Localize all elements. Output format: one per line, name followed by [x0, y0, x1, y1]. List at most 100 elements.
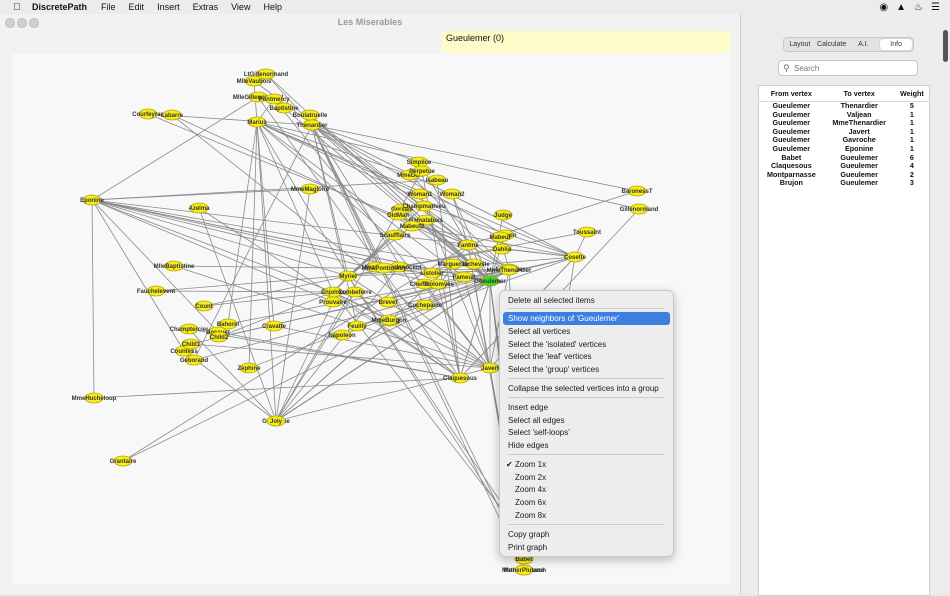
graph-vertex[interactable]: MotherPlutarch	[502, 564, 546, 576]
graph-vertex[interactable]: Baptistine	[269, 102, 299, 114]
menu-help[interactable]: Help	[263, 2, 282, 12]
graph-vertex[interactable]: Marguerite	[438, 258, 469, 270]
vertex-shape[interactable]	[179, 323, 199, 335]
graph-edge[interactable]	[273, 325, 491, 370]
graph-vertex[interactable]: BaronessT	[621, 185, 653, 197]
graph-vertex[interactable]: Judge	[493, 209, 512, 221]
graph-edge[interactable]	[311, 124, 638, 193]
graph-edge[interactable]	[275, 280, 491, 422]
graph-edge[interactable]	[91, 96, 259, 201]
vertex-shape[interactable]	[385, 229, 405, 241]
graph-edge[interactable]	[275, 263, 454, 422]
vertex-shape[interactable]	[450, 372, 470, 384]
graph-edge[interactable]	[91, 199, 185, 352]
vertex-shape[interactable]	[458, 239, 478, 251]
graph-edge[interactable]	[275, 266, 400, 422]
vertex-shape[interactable]	[274, 102, 294, 114]
menu-select-group[interactable]: Select the 'group' vertices	[508, 365, 600, 374]
vertex-shape[interactable]	[332, 329, 352, 341]
menu-select-self-loops[interactable]: Select 'self-loops'	[508, 428, 570, 437]
tab-info[interactable]: Info	[880, 39, 912, 50]
graph-edge[interactable]	[248, 121, 260, 369]
vertex-shape[interactable]	[499, 264, 519, 276]
vertex-shape[interactable]	[454, 271, 474, 283]
graph-edge[interactable]	[347, 275, 491, 369]
graph-edge[interactable]	[256, 121, 640, 211]
menu-view[interactable]: View	[231, 2, 251, 12]
vertex-shape[interactable]	[84, 392, 104, 404]
graph-edge[interactable]	[91, 198, 491, 282]
vertex-shape[interactable]	[492, 243, 512, 255]
graph-vertex[interactable]: Cravatte	[262, 320, 287, 332]
graph-vertex[interactable]: Geborand	[180, 354, 209, 366]
graph-vertex[interactable]: Simplice	[407, 156, 432, 168]
graph-vertex[interactable]: MlleGillenormand	[233, 91, 284, 103]
graph-vertex[interactable]: Joly	[266, 415, 286, 427]
app-menu[interactable]: DiscretePath	[32, 2, 88, 12]
graph-vertex[interactable]: Combeferre	[338, 286, 372, 298]
menu-zoom-4x[interactable]: Zoom 4x	[515, 485, 547, 494]
graph-edge[interactable]	[91, 199, 334, 303]
graph-vertex[interactable]: Mabeuf	[490, 231, 512, 243]
vertex-shape[interactable]	[113, 455, 133, 467]
graph-vertex[interactable]: Gueulemer	[474, 275, 506, 287]
graph-edge[interactable]	[436, 283, 461, 379]
graph-edge[interactable]	[275, 301, 334, 422]
vertex-shape[interactable]	[82, 194, 102, 206]
graph-vertex[interactable]: LtGillenormand	[244, 68, 289, 80]
vertex-shape[interactable]	[428, 278, 448, 290]
graph-vertex[interactable]: Woman2	[440, 188, 466, 200]
menu-edit[interactable]: Edit	[128, 2, 145, 12]
minimize-window-button[interactable]	[17, 18, 27, 28]
vertex-shape[interactable]	[162, 109, 182, 121]
graph-vertex[interactable]: MmeMagloire	[291, 183, 330, 195]
vertex-shape[interactable]	[379, 314, 399, 326]
graph-edge[interactable]	[253, 80, 510, 271]
graph-edge[interactable]	[388, 319, 461, 379]
panel-scrollbar[interactable]	[943, 30, 948, 62]
graph-edge[interactable]	[424, 283, 491, 369]
graph-edge[interactable]	[256, 121, 277, 327]
graph-edge[interactable]	[155, 256, 576, 294]
vertex-shape[interactable]	[442, 188, 462, 200]
graph-vertex[interactable]: Eponine	[80, 194, 104, 206]
graph-edge[interactable]	[256, 121, 349, 277]
graph-vertex[interactable]: Perpetue	[409, 165, 435, 177]
graph-vertex[interactable]: Mabeuf2	[400, 220, 425, 232]
graph-edge[interactable]	[311, 124, 385, 269]
graph-edge[interactable]	[332, 291, 533, 549]
column-header-from[interactable]: From vertex	[759, 86, 824, 102]
graph-edge[interactable]	[256, 121, 279, 422]
graph-edge[interactable]	[467, 244, 510, 270]
graph-vertex[interactable]: Bahorel	[217, 318, 240, 330]
tab-ai[interactable]: A.I.	[858, 41, 869, 48]
graph-vertex[interactable]: Zephine	[237, 362, 261, 374]
graph-vertex[interactable]: Marius	[247, 116, 267, 128]
graph-edge[interactable]	[198, 207, 277, 422]
graph-edge[interactable]	[91, 199, 219, 333]
graph-edge[interactable]	[411, 225, 576, 259]
graph-edge[interactable]	[190, 341, 491, 369]
graph-vertex[interactable]: Courfeyrac	[132, 108, 164, 120]
graph-vertex[interactable]: MmeBurgon	[372, 314, 407, 326]
vertex-shape[interactable]	[514, 564, 534, 576]
graph-edge[interactable]	[275, 291, 356, 422]
menu-zoom-6x[interactable]: Zoom 6x	[515, 498, 547, 507]
graph-edge[interactable]	[501, 248, 576, 259]
graph-edge[interactable]	[248, 269, 510, 369]
notification-icon[interactable]: ♨	[914, 1, 924, 13]
graph-edge[interactable]	[218, 291, 334, 338]
graph-vertex[interactable]: MlleBaptistine	[154, 260, 195, 272]
graph-edge[interactable]	[332, 291, 391, 322]
menu-select-isolated[interactable]: Select the 'isolated' vertices	[508, 340, 607, 349]
vertex-shape[interactable]	[427, 174, 447, 186]
vertex-shape[interactable]	[490, 231, 510, 243]
vertex-shape[interactable]	[300, 183, 320, 195]
graph-vertex[interactable]: Brevet	[378, 296, 398, 308]
graph-edge[interactable]	[188, 328, 461, 380]
